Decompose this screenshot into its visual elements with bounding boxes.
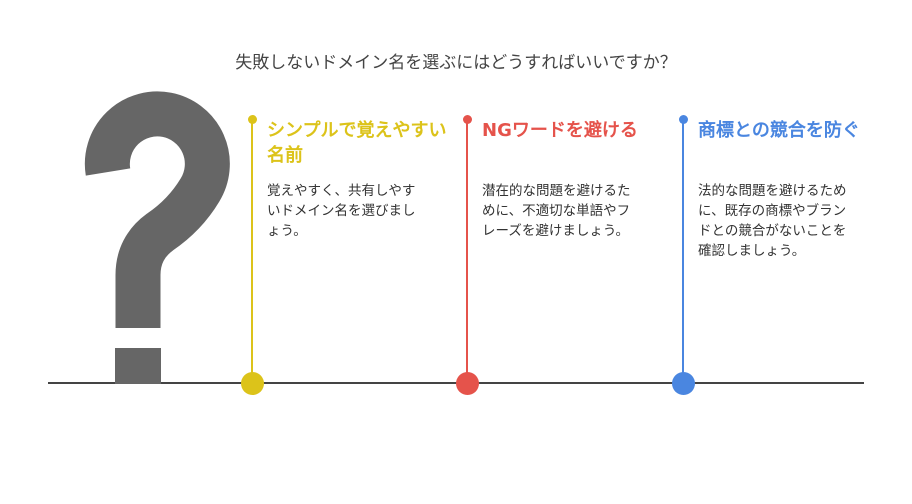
item-description: 覚えやすく、共有しやすいドメイン名を選びましょう。 <box>267 183 416 239</box>
item-connector <box>682 120 684 383</box>
item-description: 法的な問題を避けるために、既存の商標やブランドとの競合がないことを確認しましょう… <box>698 183 847 259</box>
item-top-dot <box>679 115 688 124</box>
item-heading: シンプルで覚えやすい名前 <box>267 120 447 166</box>
item-marker-dot <box>672 372 695 395</box>
item-heading: NGワードを避ける <box>482 120 638 141</box>
item-top-dot <box>248 115 257 124</box>
item-top-dot <box>463 115 472 124</box>
item-description: 潜在的な問題を避けるために、不適切な単語やフレーズを避けましょう。 <box>482 183 631 239</box>
item-heading: 商標との競合を防ぐ <box>698 120 860 141</box>
item-connector <box>466 120 468 383</box>
item-marker-dot <box>456 372 479 395</box>
diagram-title: 失敗しないドメイン名を選ぶにはどうすればいいですか？ <box>235 53 677 73</box>
item-marker-dot <box>241 372 264 395</box>
item-connector <box>251 120 253 383</box>
